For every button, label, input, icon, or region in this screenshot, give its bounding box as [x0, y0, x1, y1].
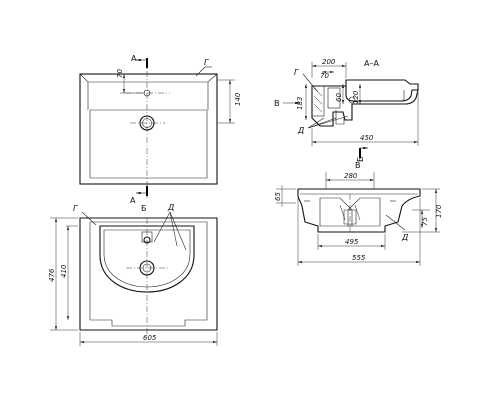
side-height-183-dim: 183: [296, 97, 304, 110]
section-b-arrow-label: Б: [356, 157, 365, 163]
view-b-65-dim: 65: [274, 192, 282, 201]
view-b-495-dim: 495: [345, 238, 359, 246]
view-b-75-dim: 75: [421, 217, 429, 226]
front-height-410-dim: 410: [60, 264, 68, 278]
g-label-front: Г: [73, 204, 78, 213]
section-a-bottom-label: А: [130, 196, 136, 205]
front-view: Б Г Д 476 410 605: [48, 203, 218, 346]
side-120-dim: 120: [352, 90, 360, 104]
view-b-280-dim: 280: [344, 172, 358, 180]
section-profile: [311, 85, 419, 127]
g-label-top: Г: [204, 58, 209, 67]
d-label-front: Д: [167, 203, 174, 212]
side-overall-depth-dim: 200: [322, 58, 336, 66]
view-b-title: В: [355, 161, 361, 170]
front-width-dim: 605: [143, 334, 157, 342]
bowl-outline: [99, 225, 195, 293]
top-view-outline: [79, 73, 218, 185]
top-hole-offset-dim: 70: [116, 69, 124, 78]
view-b-arrow-label: В: [274, 99, 280, 108]
d-label-side: Д: [297, 126, 304, 135]
section-a-a-title: А–А: [364, 59, 379, 68]
view-b-170-dim: 170: [435, 204, 443, 218]
section-a-top-label: А: [131, 54, 137, 63]
view-b-profile: [297, 188, 421, 233]
d-label-view-b: Д: [401, 233, 408, 242]
side-inner-offset-dim: 70: [320, 72, 329, 80]
view-b: В 280 65 170 75 Д: [274, 161, 443, 266]
side-60-dim: 60: [335, 93, 343, 102]
front-height-476-dim: 476: [48, 268, 56, 282]
section-a-a-view: А–А 200 70 183 60 120 450 В: [274, 58, 419, 163]
view-b-section-label: Б: [141, 204, 147, 213]
g-label-side: Г: [294, 68, 299, 77]
top-view: А А 70 140 Г: [79, 54, 242, 205]
top-depth-dim: 140: [234, 92, 242, 106]
view-b-555-dim: 555: [352, 254, 366, 262]
side-length-dim: 450: [360, 134, 374, 142]
